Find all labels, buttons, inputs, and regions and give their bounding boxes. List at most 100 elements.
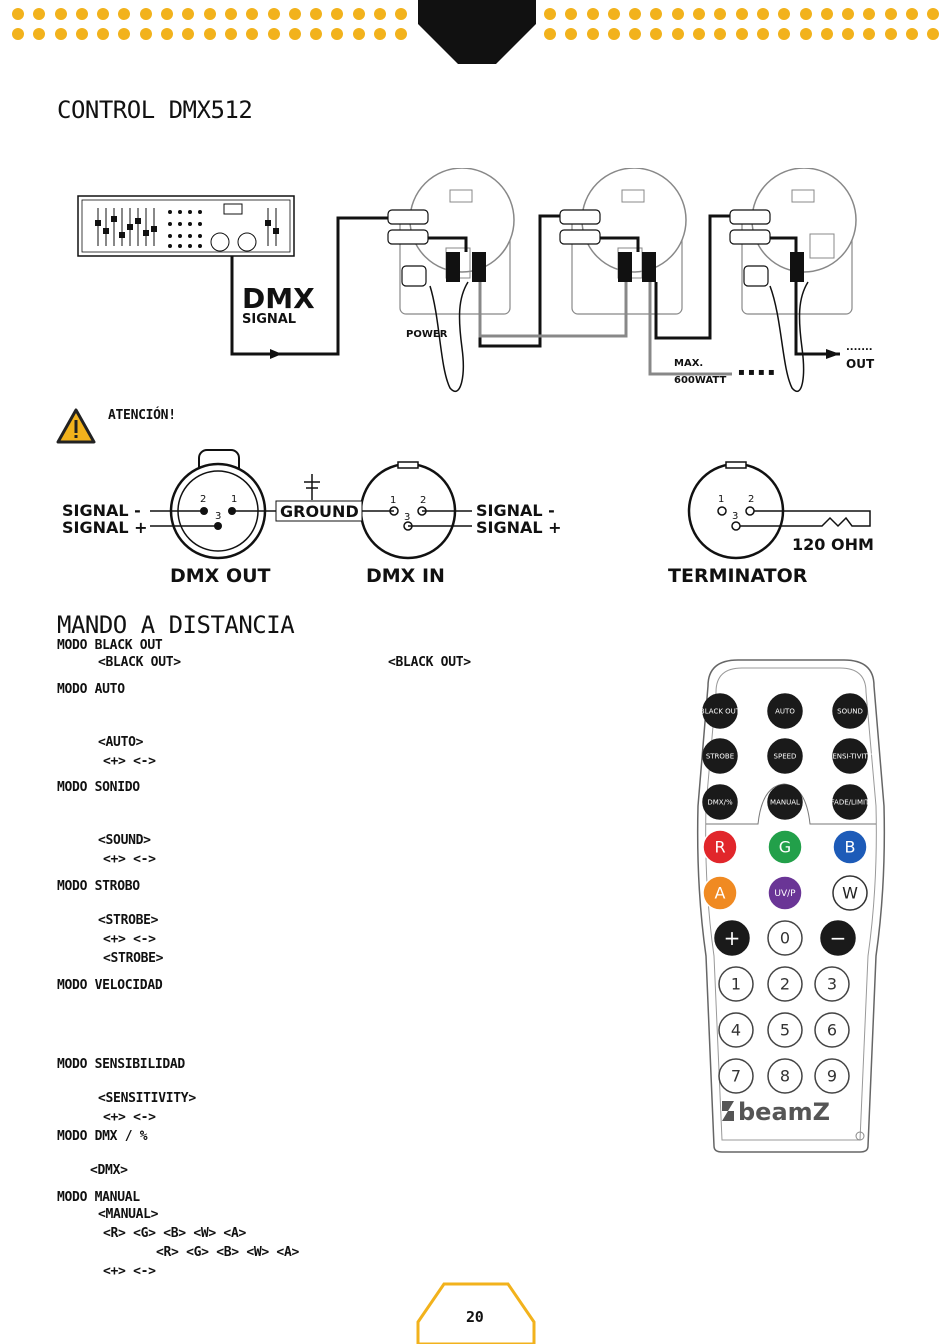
header-dot: [842, 8, 855, 20]
header-dot: [139, 28, 152, 40]
remote-button-a[interactable]: A: [702, 875, 738, 911]
signal-minus-right: SIGNAL -: [476, 501, 555, 520]
signal-minus-left: SIGNAL -: [62, 501, 141, 520]
warning-icon: [56, 408, 96, 444]
remote-button-label: B: [845, 838, 856, 857]
header-dot: [693, 8, 706, 20]
remote-button-5[interactable]: 5: [767, 1012, 803, 1048]
header-dot: [544, 28, 556, 40]
header-dot: [565, 28, 578, 40]
header-dot: [288, 28, 301, 40]
mode-dmx: MODO DMX / %: [57, 1129, 148, 1144]
remote-button-plus[interactable]: +: [714, 920, 750, 956]
remote-button-fade-limit[interactable]: FADE/LIMIT: [831, 784, 870, 820]
remote-button-w[interactable]: W: [832, 875, 868, 911]
remote-button-label: 1: [731, 975, 741, 994]
key-auto: <AUTO>: [98, 735, 144, 750]
remote-button-strobe[interactable]: STROBE: [702, 738, 738, 774]
header-dot: [97, 28, 110, 40]
remote-button-black-out[interactable]: BLACK OUT: [700, 693, 741, 729]
key-strobe: <STROBE>: [98, 913, 159, 928]
remote-button-label: BLACK OUT: [700, 707, 741, 715]
remote-button-8[interactable]: 8: [767, 1058, 803, 1094]
key-manual: <MANUAL>: [98, 1207, 159, 1222]
header-dot: [735, 28, 748, 40]
remote-button-label: W: [842, 884, 858, 903]
header-dot: [650, 28, 663, 40]
remote-button-sound[interactable]: SOUND: [832, 693, 868, 729]
remote-control: BLACK OUT AUTO SOUND STROBE SPEED SENSI-TIVIT…: [696, 659, 886, 1153]
key-dmx: <DMX>: [90, 1163, 128, 1178]
header-dot: [820, 28, 833, 40]
mode-auto: MODO AUTO: [57, 682, 125, 697]
header-dot: [182, 28, 195, 40]
mode-black-out: MODO BLACK OUT: [57, 638, 163, 653]
remote-button-0[interactable]: 0: [767, 920, 803, 956]
remote-button-sensi-tivity[interactable]: SENSI-TIVITY: [828, 738, 873, 774]
header-dot: [75, 28, 88, 40]
header-dot: [863, 8, 876, 20]
remote-button-r[interactable]: R: [702, 829, 738, 865]
mode-sound: MODO SONIDO: [57, 780, 140, 795]
remote-button-g[interactable]: G: [767, 829, 803, 865]
remote-button-4[interactable]: 4: [718, 1012, 754, 1048]
svg-text:2: 2: [748, 494, 754, 505]
mode-manual: MODO MANUAL: [57, 1190, 140, 1205]
header-dot: [203, 8, 216, 20]
section-title-control-dmx: CONTROL DMX512: [57, 96, 253, 124]
remote-button-2[interactable]: 2: [767, 966, 803, 1002]
remote-button-label: +: [724, 926, 741, 950]
remote-button-auto[interactable]: AUTO: [767, 693, 803, 729]
remote-button-label: G: [779, 838, 791, 857]
header-dot: [756, 28, 769, 40]
remote-button-uv-p[interactable]: UV/P: [767, 875, 803, 911]
remote-button-b[interactable]: B: [832, 829, 868, 865]
dmx-signal-label: SIGNAL: [242, 312, 296, 327]
remote-button-6[interactable]: 6: [814, 1012, 850, 1048]
remote-button-label: 8: [780, 1067, 790, 1086]
header-dot: [906, 28, 919, 40]
dmx-in-connector: [359, 461, 457, 560]
remote-button-label: DMX/%: [707, 798, 733, 806]
header-dots-left: [12, 8, 408, 40]
remote-button-3[interactable]: 3: [814, 966, 850, 1002]
header-dot: [906, 8, 919, 20]
remote-button-minus[interactable]: −: [820, 920, 856, 956]
header-dot: [629, 8, 642, 20]
dmx-out-label: DMX OUT: [170, 565, 271, 587]
header-dot: [820, 8, 833, 20]
header-dot: [12, 28, 24, 40]
header-dot: [54, 28, 67, 40]
watt-label: 600WATT: [674, 375, 726, 386]
remote-button-dmx-[interactable]: DMX/%: [702, 784, 738, 820]
header-dot: [884, 8, 897, 20]
section-title-remote: MANDO A DISTANCIA: [57, 611, 295, 639]
header-dot: [224, 28, 237, 40]
xlr-connector-diagram: 2 1 3 1 2 3 1 2 3 GROUND SIGNAL - SIGNAL…: [62, 449, 874, 587]
remote-button-7[interactable]: 7: [718, 1058, 754, 1094]
header-dot: [586, 28, 599, 40]
remote-button-label: A: [715, 884, 726, 903]
header-dot: [778, 8, 791, 20]
key-strobe-2: <STROBE>: [103, 951, 164, 966]
remote-button-9[interactable]: 9: [814, 1058, 850, 1094]
header-dots-right: [544, 8, 940, 40]
remote-button-1[interactable]: 1: [718, 966, 754, 1002]
header-dot: [671, 8, 684, 20]
header-dot: [607, 28, 620, 40]
remote-button-label: 3: [827, 975, 837, 994]
header-dot: [161, 8, 174, 20]
out-dots: .......: [846, 342, 873, 353]
header-dot: [650, 8, 663, 20]
svg-text:3: 3: [404, 512, 410, 523]
remote-button-label: 5: [780, 1021, 790, 1040]
remote-button-manual[interactable]: MANUAL: [767, 784, 803, 820]
remote-button-label: UV/P: [774, 889, 796, 899]
header-dot: [671, 28, 684, 40]
header-dot: [246, 28, 259, 40]
header-dot: [203, 28, 216, 40]
remote-button-label: 6: [827, 1021, 837, 1040]
svg-text:2: 2: [200, 494, 206, 505]
remote-button-speed[interactable]: SPEED: [767, 738, 803, 774]
svg-text:3: 3: [215, 511, 221, 522]
